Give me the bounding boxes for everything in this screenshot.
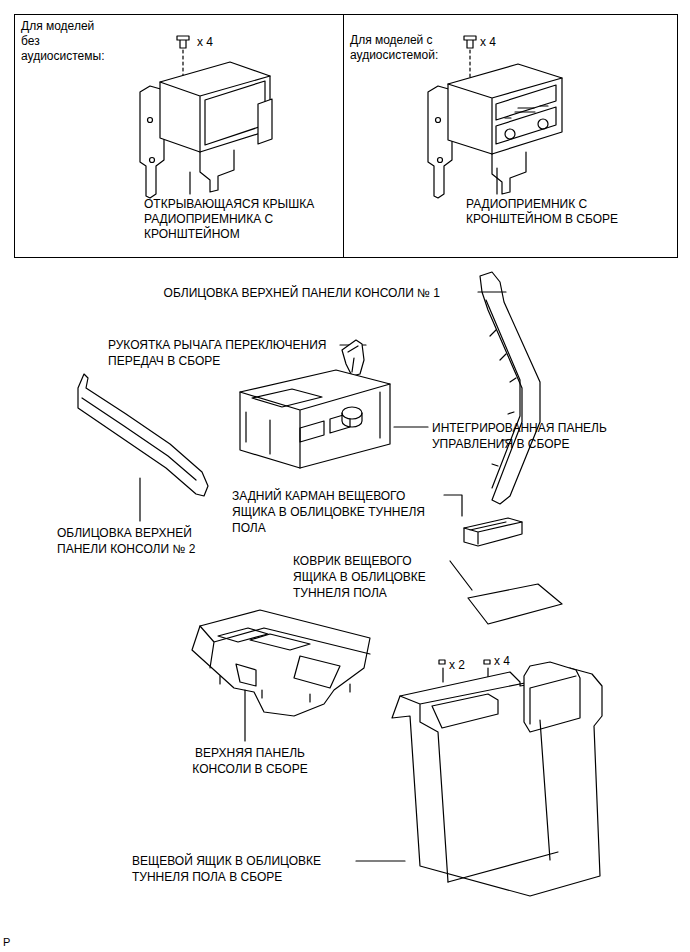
console-trim-2 xyxy=(78,374,208,521)
variant-heading: Для моделей без аудиосистемы: xyxy=(21,19,113,64)
rear-pocket xyxy=(444,495,522,546)
console-upper-panel xyxy=(192,610,370,741)
part-name: ОБЛИЦОВКА ВЕРХНЕЙ ПАНЕЛИ КОНСОЛИ № 2 xyxy=(57,525,222,557)
console-trim-1 xyxy=(478,272,540,504)
part-name: ИНТЕГРИРОВАННАЯ ПАНЕЛЬ УПРАВЛЕНИЯ В СБОР… xyxy=(432,420,647,452)
console-box xyxy=(356,660,602,896)
storage-mat xyxy=(450,561,562,624)
quantity-note: x 4 xyxy=(494,653,510,669)
part-name: ВЕЩЕВОЙ ЯЩИК В ОБЛИЦОВКЕ ТУННЕЛЯ ПОЛА В … xyxy=(132,853,352,885)
part-name: ОТКРЫВАЮЩАЯСЯ КРЫШКА РАДИОПРИЕМНИКА С КР… xyxy=(144,197,326,242)
variant-panel: Для моделей с аудиосистемой: x 4 РАДИОПРИЕ… xyxy=(343,14,678,258)
quantity-note: x 4 xyxy=(480,35,496,50)
part-name: ВЕРХНЯЯ ПАНЕЛЬ КОНСОЛИ В СБОРЕ xyxy=(180,745,320,777)
quantity-note: x 2 xyxy=(449,657,465,673)
variant-heading: Для моделей с аудиосистемой: xyxy=(350,33,462,63)
quantity-note: x 4 xyxy=(197,35,213,50)
part-name: РАДИОПРИЕМНИК С КРОНШТЕЙНОМ В СБОРЕ xyxy=(466,197,644,227)
integrated-control-panel xyxy=(240,370,428,468)
part-name: ОБЛИЦОВКА ВЕРХНЕЙ ПАНЕЛИ КОНСОЛИ № 1 xyxy=(164,285,440,301)
part-name: КОВРИК ВЕЩЕВОГО ЯЩИКА В ОБЛИЦОВКЕ ТУННЕЛ… xyxy=(293,553,447,601)
part-name: РУКОЯТКА РЫЧАГА ПЕРЕКЛЮЧЕНИЯ ПЕРЕДАЧ В С… xyxy=(108,337,362,369)
figure-code: P xyxy=(3,934,10,950)
radio-receiver-bracket xyxy=(428,36,562,198)
variant-panel: Для моделей без аудиосистемы: x 4 ОТКРЫВАЮ… xyxy=(14,14,344,258)
shift-knob xyxy=(340,340,366,376)
radio-cover-bracket xyxy=(140,36,272,198)
part-name: ЗАДНИЙ КАРМАН ВЕЩЕВОГО ЯЩИКА В ОБЛИЦОВКЕ… xyxy=(232,488,440,536)
